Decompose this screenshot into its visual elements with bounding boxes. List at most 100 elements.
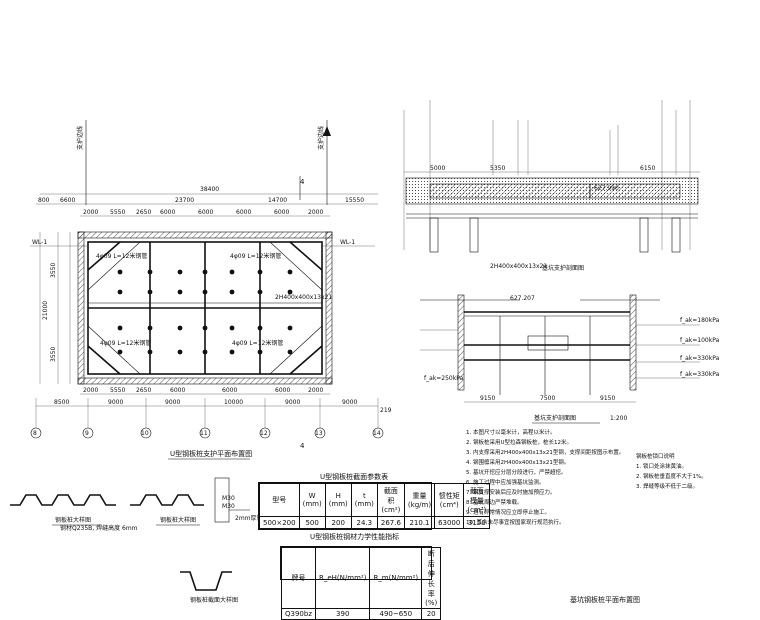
soil-3: f_ak=330kPa [680,371,720,378]
detail3-title: 钢板桩截面大样图 [190,596,238,604]
note-1: 2. 钢板桩采用U型拉森钢板桩，桩长12米。 [466,440,573,446]
note-2: 3. 内支撑采用2H400x400x13x21型钢，支撑间距按图示布置。 [466,450,625,456]
note-3: 4. 钢围檩采用2H400x400x13x21型钢。 [466,460,570,466]
strut-label-2: 2H400x400x13x21 [275,294,332,301]
axis-11: 11 [200,430,208,437]
dim-second-6: 6000 [274,209,289,216]
note-7: 8. 基坑周边严禁堆载。 [466,500,523,506]
dim-left-0: 3550 [50,263,57,278]
dim-overall: 38400 [200,186,219,193]
section-dim-top-1: 5350 [490,165,505,172]
pit-dim-0: 9150 [480,395,495,402]
t1-c0: 500×200 [259,516,300,529]
t1-c7: 3150 [463,516,491,529]
axis-14: 14 [373,430,381,437]
sheetpile-profile-2 [130,494,204,506]
table1: 型号 W (mm) H (mm) t (mm) 截面积 (cm²) 重量 (kg… [258,482,491,530]
t2-h2: R_m(N/mm²) [369,547,423,609]
dim-bottom-4: 9000 [285,399,300,406]
sheetpile-profile-1 [10,494,116,506]
t2-h3: 断后伸长率(%) [421,547,442,609]
wale-label-left: WL-1 [32,239,47,246]
strut-label-0: 4φ09 L=12米钢管 [96,252,147,260]
dim-bsub-5: 6000 [275,387,290,394]
dim-bottom-5: 9000 [342,399,357,406]
details: 钢板桩大样图 钢板桩大样图 M30 M30 2mm厚钢板 钢材Q235B, 焊缝… [10,477,269,604]
soil-0: f_ak=180kPa [680,317,720,324]
bolt-1: M30 [222,503,235,510]
note-4: 5. 基坑开挖应分层分段进行，严禁超挖。 [466,470,567,476]
dim-top-0: 6600 [60,197,75,204]
plan-leader-left: 支护边线 [76,120,87,205]
t2-h1: R_eH(N/mm²) [314,547,371,609]
plan-leader-right: 支护边线 [317,120,331,205]
dim-second-0: 2000 [83,209,98,216]
dim-left-2: 3550 [50,347,57,362]
dim-bottom-2: 9000 [165,399,180,406]
detail1-title: 钢板桩大样图 [55,516,91,524]
section-dim-top-0: 5000 [430,165,445,172]
right-notes-title: 钢板桩锁口说明 [636,454,675,460]
t1-h7: 截面模量 (cm³) [463,482,491,518]
dim-second-7: 2000 [308,209,323,216]
table1-title: U型钢板桩截面参数表 [320,473,389,481]
dim-bottom-0: 8500 [54,399,69,406]
note-5: 6. 施工过程中应加强基坑监测。 [466,480,545,486]
strut-label-3: 4φ09 L=12米钢管 [100,339,151,347]
strut-label-1: 4φ09 L=12米钢管 [230,252,281,260]
detail2-title: 钢板桩大样图 [160,516,196,524]
t1-c1: 500 [298,516,326,529]
pit-elev: 627.207 [510,295,535,302]
dim-top-1: 23700 [175,197,194,204]
axis-9: 9 [85,430,89,437]
dim-bsub-6: 2000 [308,387,323,394]
axis-13: 13 [315,430,323,437]
soil-1: f_ak=100kPa [680,337,720,344]
dim-top-3: 15550 [345,197,364,204]
section-struts-label: 2H400x400x13x21 [490,263,547,270]
u-section-profile [180,571,232,591]
t2-c3: 20 [421,608,442,620]
wale-label-right: WL-1 [340,239,355,246]
dim-left-1: 21000 [42,301,49,320]
bolt-0: M30 [222,495,235,502]
soil-2: f_ak=330kPa [680,355,720,362]
section-dim-top-2: 6150 [640,165,655,172]
t1-c5: 210.1 [403,516,436,529]
note-8: 9. 遇有异常情况应立即停止施工。 [466,510,550,516]
t1-h0: 型号 [259,482,300,518]
section-title: 基坑支护剖面图 [542,264,584,272]
pit-dim-1: 7500 [540,395,555,402]
t1-h5: 重量 (kg/m) [403,482,436,518]
leader-right-text: 支护边线 [317,126,325,150]
pile-wall-right [325,231,333,385]
t1-c4: 267.6 [376,516,405,529]
pit-scale: 1:200 [610,415,627,422]
general-notes: 1. 本图尺寸以毫米计，高程以米计。 2. 钢板桩采用U型拉森钢板桩，桩长12米… [466,428,624,528]
dim-bsub-0: 2000 [83,387,98,394]
dim-second-5: 6000 [236,209,251,216]
dim-bottom-3: 10000 [224,399,243,406]
dim-edge-left: 800 [38,197,50,204]
axis-10: 10 [141,430,149,437]
dim-bsub-2: 2650 [136,387,151,394]
t2-c0: Q390bz [281,608,316,620]
right-note-1: 2. 钢板桩垂直度不大于1%。 [636,474,707,480]
detail-note: 钢材Q235B, 焊缝高度 6mm [60,524,138,532]
dim-second-4: 6000 [198,209,213,216]
pile-wall-bottom [77,377,333,385]
t1-h4: 截面积 (cm²) [376,482,405,518]
table2-title: U型钢板桩钢材力学性能指标 [310,533,400,541]
bolt-2: 2mm厚钢板 [235,514,269,522]
plan-title: U型钢板桩支护平面布置图 [170,449,252,458]
section-mark-bottom: 4 [300,442,305,450]
kingpost-grid [117,269,293,355]
t1-h2: H (mm) [324,482,352,518]
pile-wall-top [77,231,333,239]
pile-wall-left [77,231,85,385]
right-tag: 219 [380,407,392,414]
t1-h1: W (mm) [298,482,326,518]
dim-bottom-1: 9000 [108,399,123,406]
table2: 牌号 R_eH(N/mm²) R_m(N/mm²) 断后伸长率(%) Q390b… [280,546,442,620]
